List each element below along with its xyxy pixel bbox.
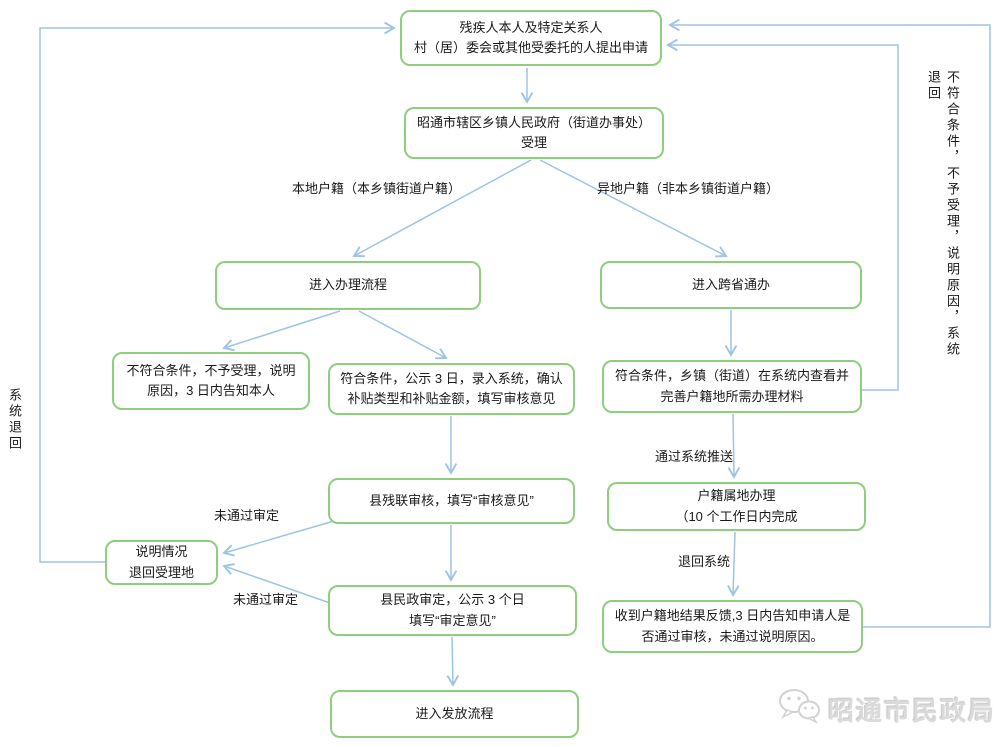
node-approve-line2: 填写“审定意见” xyxy=(409,612,496,628)
node-return-info-line2: 退回受理地 xyxy=(128,564,194,580)
node-remote-qualified: 符合条件，乡镇（街道）在系统内查看并 完善户籍地所需办理材料 xyxy=(602,360,862,413)
arrow-approve-to-return xyxy=(222,563,331,604)
arrow-approve-to-issue xyxy=(446,636,460,687)
node-local-process-label: 进入办理流程 xyxy=(308,277,387,293)
node-review-label: 县残联审核，填写“审核意见” xyxy=(369,492,534,508)
wechat-icon xyxy=(778,688,820,731)
arrow-return-loop-left xyxy=(39,21,396,563)
node-issue-label: 进入发放流程 xyxy=(415,705,494,721)
node-reject-line1: 不符合条件，不予受理，说明 xyxy=(126,362,296,378)
arrow-accept-to-cross xyxy=(539,159,728,258)
node-accept: 昭通市辖区乡镇人民政府（街道办事处） 受理 xyxy=(404,107,664,159)
edge-label-fail-review: 未通过审定 xyxy=(214,508,280,523)
node-qualified-line2: 补贴类型和补贴金额，填写审核意见 xyxy=(347,391,556,406)
node-qualified: 符合条件，公示 3 日，录入系统，确认 补贴类型和补贴金额，填写审核意见 xyxy=(328,363,575,415)
node-accept-line1: 昭通市辖区乡镇人民政府（街道办事处） xyxy=(416,114,651,130)
edge-label-fail-approve: 未通过审定 xyxy=(233,592,299,607)
edge-label-return-system: 退回系统 xyxy=(678,554,731,569)
node-approve-line1: 县民政审定，公示 3 个日 xyxy=(380,592,525,608)
node-remote-qualified-line1: 符合条件，乡镇（街道）在系统内查看并 xyxy=(614,368,849,384)
edge-label-local-hukou: 本地户籍（本乡镇街道户籍） xyxy=(292,181,462,196)
edge-label-system-push: 通过系统推送 xyxy=(655,449,734,464)
node-local-process: 进入办理流程 xyxy=(215,261,481,310)
node-apply: 残疾人本人及特定关系人 村（居）委会或其他受委托的人提出申请 xyxy=(400,10,662,66)
watermark: 昭通市民政局 xyxy=(778,688,996,731)
node-qualified-line1: 符合条件，公示 3 日，录入系统，确认 xyxy=(340,370,563,386)
arrow-remote-loop-right-inner xyxy=(666,38,899,391)
node-cross-province-label: 进入跨省通办 xyxy=(691,276,770,292)
arrow-household-to-feedback xyxy=(727,531,740,597)
node-approve: 县民政审定，公示 3 个日 填写“审定意见” xyxy=(328,585,577,636)
arrow-remote-to-household xyxy=(727,413,741,479)
node-cross-province: 进入跨省通办 xyxy=(600,261,862,309)
node-remote-qualified-line2: 完善户籍地所需办理材料 xyxy=(660,388,804,404)
node-issue: 进入发放流程 xyxy=(330,690,579,738)
arrow-local-to-reject xyxy=(222,310,341,352)
edge-label-remote-hukou: 异地户籍（非本乡镇街道户籍） xyxy=(597,181,780,196)
edge-label-system-return-right: 不符合条件，不予受理，说明原因，系统退回 xyxy=(926,70,960,358)
arrow-review-to-return xyxy=(222,520,335,557)
node-return-info: 说明情况 退回受理地 xyxy=(105,540,218,585)
node-return-info-line1: 说明情况 xyxy=(135,544,188,560)
edge-label-system-return-left: 系统退回 xyxy=(7,388,22,452)
arrow-accept-to-local xyxy=(352,159,532,258)
node-household-line2: （10 个工作日内完成 xyxy=(675,508,798,524)
node-household: 户籍属地办理 （10 个工作日内完成 xyxy=(607,482,866,531)
watermark-text: 昭通市民政局 xyxy=(828,696,997,726)
node-review: 县残联审核，填写“审核意见” xyxy=(328,478,575,524)
node-apply-line2: 村（居）委会或其他受委托的人提出申请 xyxy=(413,40,648,55)
node-feedback-line2: 否通过审核，未通过说明原因。 xyxy=(641,628,824,644)
node-accept-line2: 受理 xyxy=(520,135,547,150)
node-feedback: 收到户籍地结果反馈,3 日内告知申请人是 否通过审核，未通过说明原因。 xyxy=(602,600,863,653)
node-apply-line1: 残疾人本人及特定关系人 xyxy=(459,19,603,35)
node-reject-line2: 原因，3 日内告知本人 xyxy=(147,383,275,398)
arrow-local-to-qualified xyxy=(358,310,448,360)
node-household-line1: 户籍属地办理 xyxy=(697,488,776,504)
node-reject: 不符合条件，不予受理，说明 原因，3 日内告知本人 xyxy=(112,352,310,410)
node-feedback-line1: 收到户籍地结果反馈,3 日内告知申请人是 xyxy=(614,608,851,624)
arrow-feedback-loop-right-outer xyxy=(668,18,991,628)
